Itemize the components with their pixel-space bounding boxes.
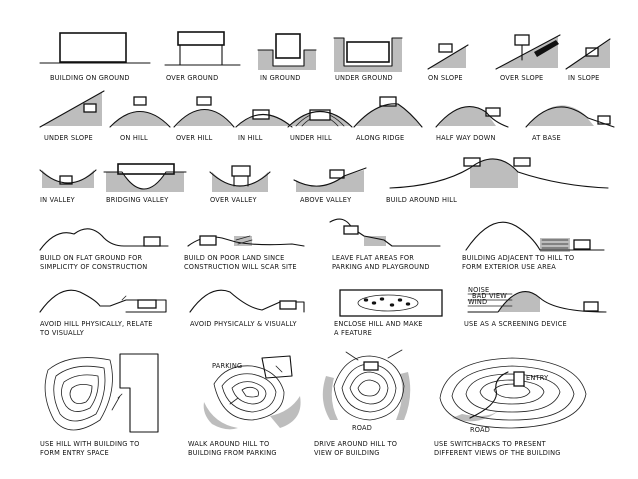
sketch-build-around-hill xyxy=(389,157,609,189)
label-in-slope: IN SLOPE xyxy=(568,74,600,82)
label-over-hill: OVER HILL xyxy=(176,134,213,142)
row5-labels: AVOID HILL PHYSICALLY, RELATE TO VISUALL… xyxy=(39,320,567,337)
label-in-ground: IN GROUND xyxy=(260,74,301,82)
label-over-slope: OVER SLOPE xyxy=(500,74,543,82)
label-screening-device: USE AS A SCREENING DEVICE xyxy=(464,320,567,328)
annot-bad-view: BAD VIEW xyxy=(472,292,507,300)
row6-labels: USE HILL WITH BUILDING TO FORM ENTRY SPA… xyxy=(40,440,561,457)
label-poor-land-2: CONSTRUCTION WILL SCAR SITE xyxy=(184,263,297,271)
label-avoid-hill-2: TO VISUALLY xyxy=(39,329,85,337)
label-build-around-hill: BUILD AROUND HILL xyxy=(386,196,457,204)
label-flat-ground-1: BUILD ON FLAT GROUND FOR xyxy=(40,254,142,262)
label-over-valley: OVER VALLEY xyxy=(210,196,258,204)
sketch-over-slope xyxy=(495,34,561,70)
label-flat-areas-2: PARKING AND PLAYGROUND xyxy=(332,263,430,271)
sketch-build-on-poor-land xyxy=(187,235,305,247)
sketch-at-base xyxy=(525,105,615,128)
label-adjacent-hill-1: BUILDING ADJACENT TO HILL TO xyxy=(462,254,574,262)
label-drive-around-2: VIEW OF BUILDING xyxy=(314,449,380,457)
sketch-under-slope xyxy=(39,90,105,128)
annot-noise: NOISE xyxy=(468,286,489,294)
label-half-way-down: HALF WAY DOWN xyxy=(436,134,496,142)
sketch-build-on-flat-ground xyxy=(39,228,169,251)
label-enclose-hill-2: A FEATURE xyxy=(334,329,372,337)
label-over-ground: OVER GROUND xyxy=(166,74,218,82)
annot-road: ROAD xyxy=(352,424,372,432)
label-adjacent-hill-2: FORM EXTERIOR USE AREA xyxy=(462,263,556,271)
sketch-on-slope xyxy=(427,43,469,70)
sketch-over-ground xyxy=(164,31,241,66)
sketch-building-on-ground xyxy=(39,32,151,64)
label-entry-space-2: FORM ENTRY SPACE xyxy=(40,449,109,457)
annot-wind: WIND xyxy=(468,298,487,306)
sketch-avoid-hill-relate-visually xyxy=(39,289,167,313)
label-walk-around-2: BUILDING FROM PARKING xyxy=(188,449,277,457)
label-in-valley: IN VALLEY xyxy=(40,196,76,204)
sketch-over-hill xyxy=(173,96,235,128)
label-building-on-ground: BUILDING ON GROUND xyxy=(50,74,130,82)
label-in-hill: IN HILL xyxy=(238,134,263,142)
label-under-hill: UNDER HILL xyxy=(290,134,332,142)
sketch-enclose-hill-feature xyxy=(339,289,443,317)
label-poor-land-1: BUILD ON POOR LAND SINCE xyxy=(184,254,284,262)
label-walk-around-1: WALK AROUND HILL TO xyxy=(188,440,269,448)
sketch-in-hill xyxy=(235,109,293,128)
label-enclose-hill-1: ENCLOSE HILL AND MAKE xyxy=(334,320,423,328)
label-under-ground: UNDER GROUND xyxy=(335,74,393,82)
label-bridging-valley: BRIDGING VALLEY xyxy=(106,196,169,204)
sketch-on-hill xyxy=(109,96,171,128)
sketch-in-valley xyxy=(39,169,97,188)
label-switchbacks-1: USE SWITCHBACKS TO PRESENT xyxy=(434,440,547,448)
annot-entry: ENTRY xyxy=(526,374,549,382)
sketch-switchbacks: ENTRY ROAD xyxy=(439,357,587,434)
sketch-walk-around-hill: PARKING xyxy=(203,355,301,430)
sketch-half-way-down xyxy=(435,106,509,128)
label-switchbacks-2: DIFFERENT VIEWS OF THE BUILDING xyxy=(434,449,561,457)
label-flat-areas-1: LEAVE FLAT AREAS FOR xyxy=(332,254,414,262)
row2-labels: UNDER SLOPE ON HILL OVER HILL IN HILL UN… xyxy=(44,134,561,142)
row4-labels: BUILD ON FLAT GROUND FOR SIMPLICITY OF C… xyxy=(40,254,574,271)
sketch-hill-form-entry xyxy=(44,353,159,433)
label-on-hill: ON HILL xyxy=(120,134,148,142)
sketch-over-valley xyxy=(209,165,271,192)
row3-labels: IN VALLEY BRIDGING VALLEY OVER VALLEY AB… xyxy=(40,196,457,204)
label-flat-ground-2: SIMPLICITY OF CONSTRUCTION xyxy=(40,263,147,271)
sketch-building-adjacent-to-hill xyxy=(465,221,605,252)
sketch-bridging-valley xyxy=(103,163,187,192)
annot-road-2: ROAD xyxy=(470,426,490,434)
label-drive-around-1: DRIVE AROUND HILL TO xyxy=(314,440,397,448)
label-on-slope: ON SLOPE xyxy=(428,74,463,82)
sketch-above-valley xyxy=(293,167,367,192)
sketch-in-ground xyxy=(257,33,317,70)
sketch-drive-around-hill: ROAD xyxy=(322,349,411,432)
sketch-in-slope xyxy=(565,38,611,70)
sketch-screening-device: NOISE BAD VIEW WIND xyxy=(467,286,607,313)
label-along-ridge: ALONG RIDGE xyxy=(356,134,404,142)
label-at-base: AT BASE xyxy=(532,134,561,142)
label-under-slope: UNDER SLOPE xyxy=(44,134,93,142)
sketch-under-hill xyxy=(287,109,353,128)
annot-parking: PARKING xyxy=(212,362,242,370)
sketch-leave-flat-areas xyxy=(329,218,441,247)
sketch-along-ridge xyxy=(353,96,423,128)
label-avoid-physically: AVOID PHYSICALLY & VISUALLY xyxy=(190,320,297,328)
sketch-under-ground xyxy=(333,37,403,72)
label-avoid-hill-1: AVOID HILL PHYSICALLY, RELATE xyxy=(40,320,153,328)
label-entry-space-1: USE HILL WITH BUILDING TO xyxy=(40,440,140,448)
row1-labels: BUILDING ON GROUND OVER GROUND IN GROUND… xyxy=(50,74,600,82)
label-above-valley: ABOVE VALLEY xyxy=(300,196,352,204)
sketch-avoid-physically-visually xyxy=(189,289,305,313)
